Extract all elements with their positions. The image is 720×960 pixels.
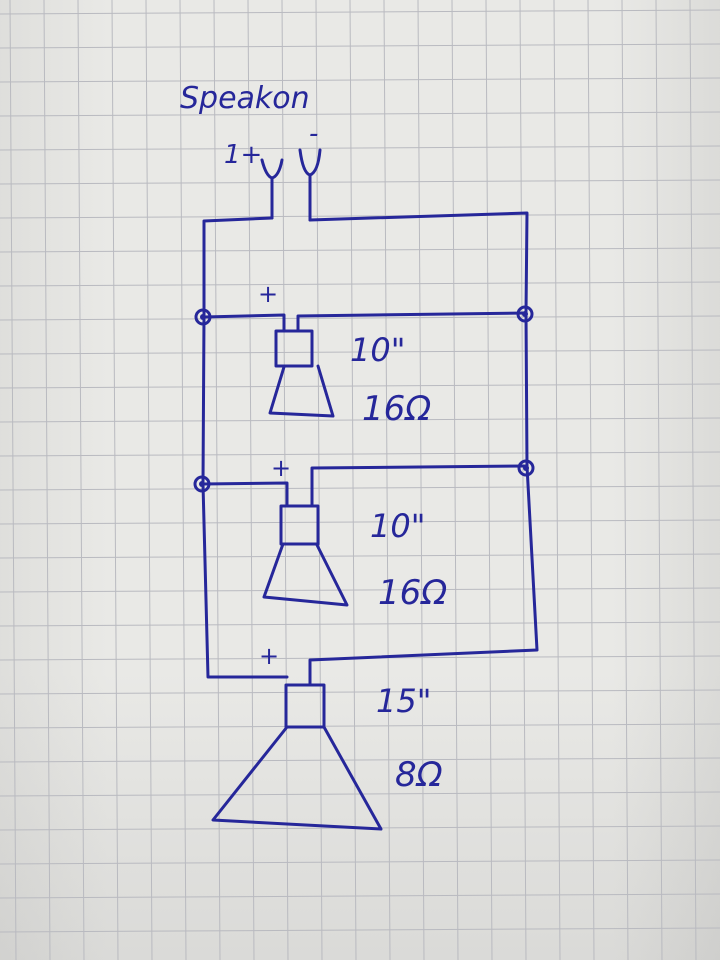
speaker-1-polarity: + <box>258 280 278 308</box>
grid-line-vertical <box>451 0 459 960</box>
grid-line-vertical <box>179 0 187 960</box>
speaker-1-size: 10" <box>350 331 405 369</box>
speakon-plus-pin-icon <box>260 158 284 220</box>
grid-line-horizontal <box>0 689 720 695</box>
grid-line-horizontal <box>0 145 720 151</box>
grid-line-vertical <box>349 0 357 960</box>
grid-line-horizontal <box>0 553 720 559</box>
speaker-2-size: 10" <box>370 507 425 545</box>
grid-line-vertical <box>111 0 119 960</box>
grid-line-vertical <box>43 0 51 960</box>
grid-line-horizontal <box>0 859 720 865</box>
grid-line-horizontal <box>0 349 720 355</box>
connector-plus-label: 1+ <box>224 140 262 170</box>
grid-line-horizontal <box>0 621 720 627</box>
grid-line-horizontal <box>0 587 720 593</box>
junction-dots <box>193 305 535 493</box>
grid-line-horizontal <box>0 213 720 219</box>
grid-line-vertical <box>553 0 561 960</box>
grid-line-vertical <box>77 0 85 960</box>
speaker-3-polarity: + <box>259 642 279 670</box>
grid-line-vertical <box>519 0 527 960</box>
grid-line-horizontal <box>0 247 720 253</box>
grid-line-vertical <box>485 0 493 960</box>
connector-minus-label: - <box>309 119 318 149</box>
speaker-3-size: 15" <box>376 682 431 720</box>
grid-line-vertical <box>621 0 629 960</box>
grid-line-horizontal <box>0 77 720 83</box>
grid-line-horizontal <box>0 43 720 49</box>
grid-line-horizontal <box>0 723 720 729</box>
grid-line-horizontal <box>0 111 720 117</box>
grid-line-vertical <box>145 0 153 960</box>
grid-line-horizontal <box>0 485 720 491</box>
grid-line-vertical <box>655 0 663 960</box>
grid-line-horizontal <box>0 927 720 933</box>
grid-line-vertical <box>689 0 697 960</box>
grid-line-horizontal <box>0 281 720 287</box>
speaker-1-impedance: 16Ω <box>362 389 431 429</box>
grid-line-horizontal <box>0 315 720 321</box>
speaker-3-icon <box>211 683 383 831</box>
speaker-1-icon <box>268 329 335 418</box>
speaker-2-icon <box>262 504 349 607</box>
grid-line-horizontal <box>0 9 720 15</box>
speaker-2-impedance: 16Ω <box>378 573 447 613</box>
speaker-3-impedance: 8Ω <box>395 755 443 795</box>
grid-line-horizontal <box>0 757 720 763</box>
grid-line-vertical <box>213 0 221 960</box>
grid-line-horizontal <box>0 519 720 525</box>
speakon-title: Speakon <box>180 81 310 116</box>
grid-line-horizontal <box>0 451 720 457</box>
grid-line-vertical <box>417 0 425 960</box>
grid-line-vertical <box>247 0 255 960</box>
speakon-minus-pin-icon <box>298 148 322 222</box>
grid-line-vertical <box>587 0 595 960</box>
grid-line-horizontal <box>0 383 720 389</box>
grid-line-vertical <box>315 0 323 960</box>
grid-line-horizontal <box>0 417 720 423</box>
grid-line-vertical <box>9 0 17 960</box>
grid-line-horizontal <box>0 179 720 185</box>
speaker-2-polarity: + <box>271 454 291 482</box>
grid-line-vertical <box>383 0 391 960</box>
grid-line-horizontal <box>0 893 720 899</box>
